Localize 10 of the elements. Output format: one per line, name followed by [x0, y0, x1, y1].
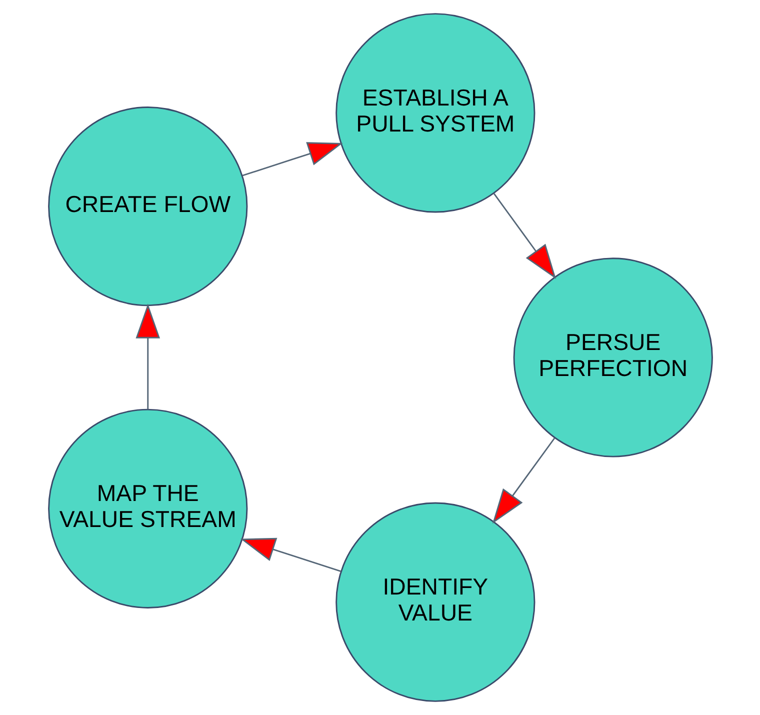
node-circle: PERSUE PERFECTION [512, 258, 712, 458]
arrow [242, 142, 342, 176]
node-circle: MAP THE VALUE STREAM [48, 408, 248, 608]
arrow [240, 538, 341, 572]
node-circle: ESTABLISH A PULL SYSTEM [335, 13, 535, 213]
node-circle: IDENTIFY VALUE [335, 502, 535, 702]
node-circle: CREATE FLOW [48, 106, 248, 306]
arrow [135, 304, 160, 410]
arrow [492, 438, 555, 524]
arrow [493, 193, 556, 279]
